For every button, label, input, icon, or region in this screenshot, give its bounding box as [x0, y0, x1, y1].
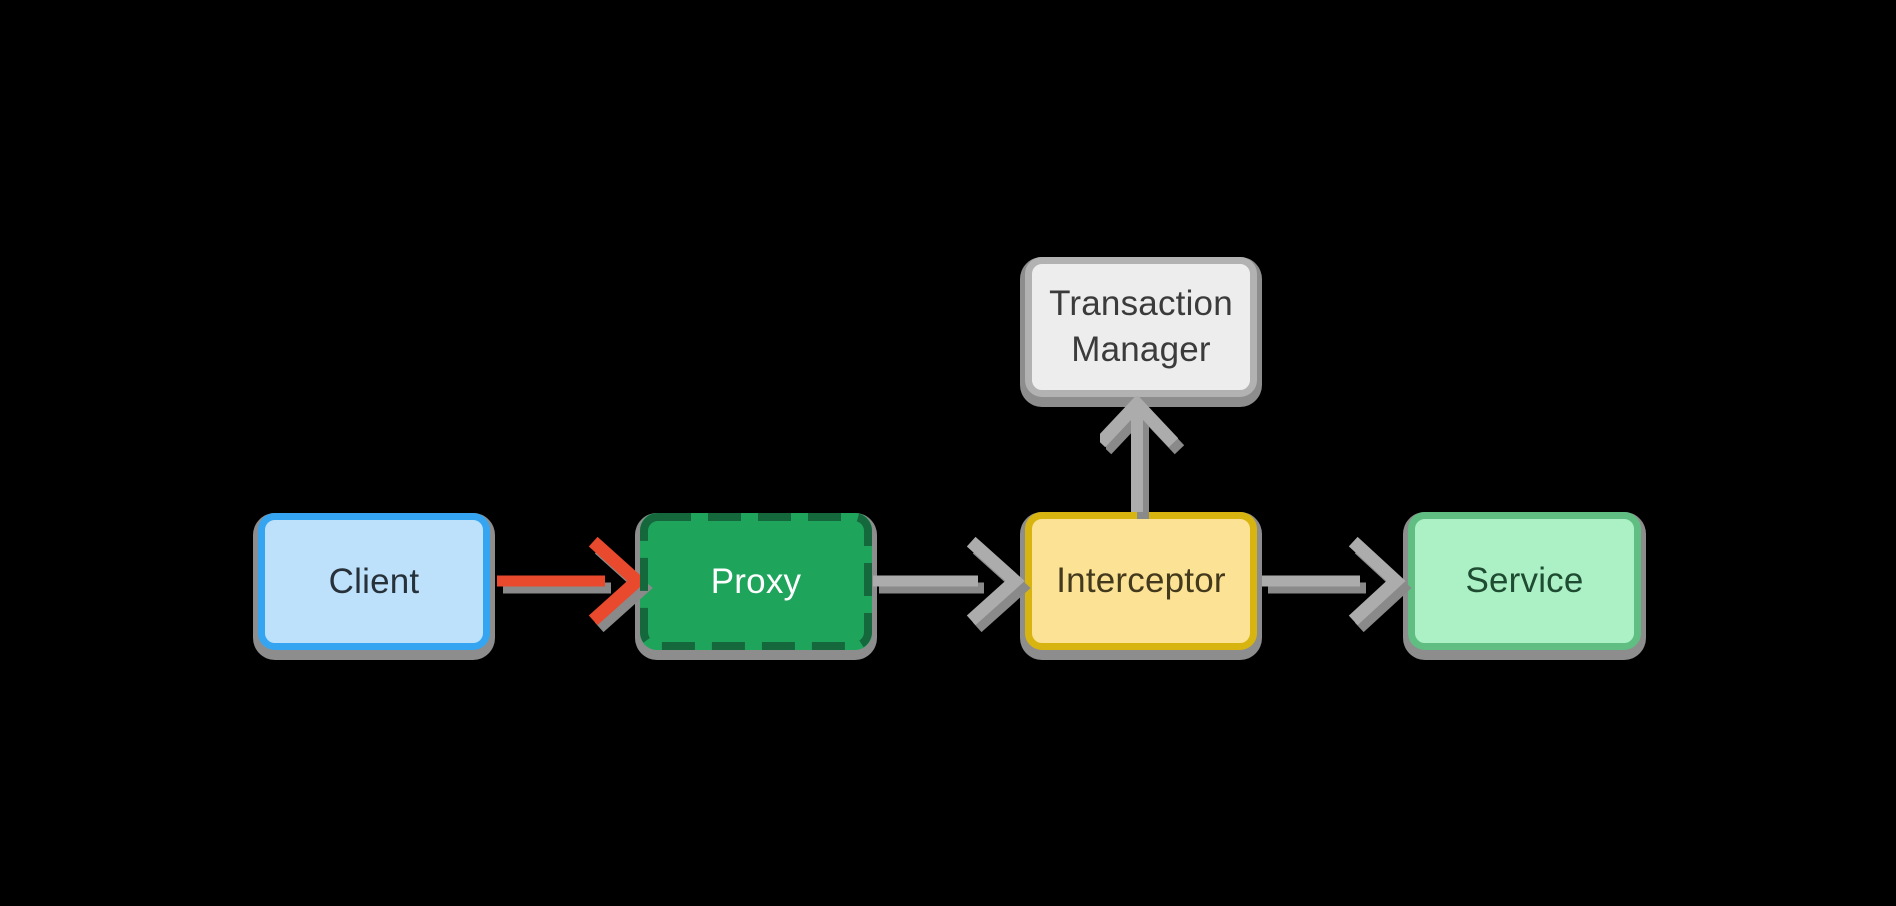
node-transaction-manager[interactable]: Transaction Manager — [1025, 257, 1257, 397]
proxy-dashed-border — [640, 513, 872, 650]
node-proxy[interactable]: Proxy — [640, 513, 872, 650]
node-client[interactable]: Client — [258, 513, 490, 650]
arrow-interceptor-to-transaction-manager[interactable] — [1100, 396, 1180, 518]
node-interceptor-label: Interceptor — [1056, 561, 1226, 600]
node-transaction-manager-label: Transaction Manager — [1049, 284, 1233, 369]
node-proxy-label: Proxy — [710, 561, 802, 601]
arrow-client-to-proxy[interactable] — [490, 531, 660, 631]
node-client-label: Client — [328, 561, 420, 601]
arrow-proxy-to-interceptor[interactable] — [866, 531, 1026, 631]
node-service-label: Service — [1465, 561, 1584, 600]
node-service[interactable]: Service — [1408, 512, 1641, 650]
arrow-interceptor-to-service[interactable] — [1256, 531, 1406, 631]
node-interceptor[interactable]: Interceptor — [1025, 512, 1257, 650]
